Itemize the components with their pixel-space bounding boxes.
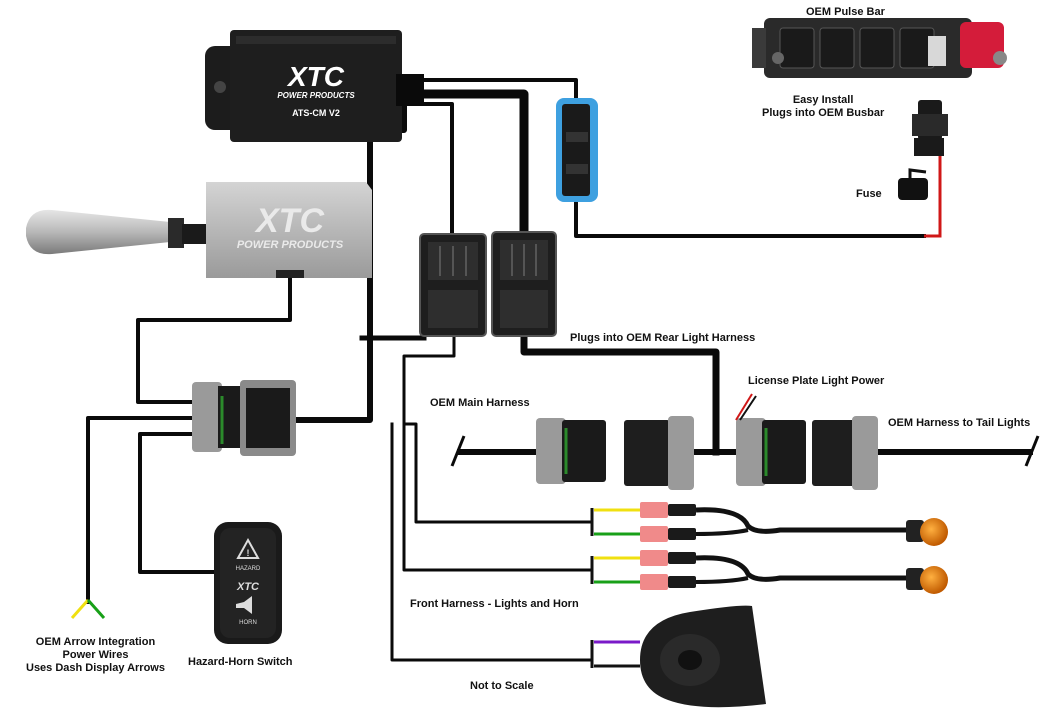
label-easy-install-line1: Easy Install	[792, 94, 854, 106]
label-license-plate: License Plate Light Power	[748, 375, 885, 387]
label-oem-arrow: OEM Arrow Integration Power Wires Uses D…	[26, 636, 165, 675]
lever-box	[26, 182, 372, 278]
label-easy-install: Easy Install Plugs into OEM Busbar	[762, 94, 884, 120]
break-mark-left	[450, 435, 466, 467]
svg-text:!: !	[247, 548, 250, 558]
wire-module-to-fuse	[398, 78, 578, 104]
label-oem-arrow-line3: Uses Dash Display Arrows	[26, 662, 165, 674]
wire-left-plug-down	[402, 334, 456, 426]
oem-mid-connector	[624, 416, 694, 490]
wire-fuse-to-busbar	[574, 196, 926, 238]
label-oem-pulse-bar: OEM Pulse Bar	[806, 6, 885, 18]
label-oem-arrow-line1: OEM Arrow Integration	[35, 636, 156, 648]
rear-plug-connector	[491, 231, 557, 337]
label-not-to-scale: Not to Scale	[470, 680, 534, 692]
front-light-2	[590, 550, 948, 594]
wire-front-harness-1	[402, 422, 594, 524]
lever-box-sub: POWER PRODUCTS	[237, 239, 344, 251]
wire-lever-to-connector	[136, 274, 292, 404]
switch-horn-text: HORN	[239, 620, 257, 626]
oem-main-connector	[536, 418, 606, 484]
wire-module-to-left-plug	[418, 102, 454, 238]
arrow-wire-yellow	[70, 599, 90, 619]
red-busbar-wire	[924, 148, 942, 238]
front-light-1	[590, 502, 948, 546]
control-module	[205, 30, 424, 142]
hazard-horn-switch: !	[214, 522, 282, 644]
left-plug-connector	[419, 233, 487, 337]
wire-connector-to-switch	[138, 432, 216, 574]
inline-fuse	[556, 98, 598, 202]
switch-harness-connector	[192, 380, 296, 456]
fuse-holder	[898, 168, 928, 200]
switch-brand: XTC	[236, 581, 260, 593]
arrow-wire-green	[86, 599, 106, 619]
label-easy-install-line2: Plugs into OEM Busbar	[762, 107, 885, 119]
oem-pulse-bar	[752, 18, 1007, 78]
label-hazard-horn-switch: Hazard-Horn Switch	[188, 656, 293, 668]
lever-box-brand: XTC	[254, 202, 324, 240]
busbar-plug	[912, 100, 948, 156]
wire-rear-plug-to-harness	[520, 332, 720, 456]
label-oem-arrow-line2: Power Wires	[62, 649, 129, 661]
label-plugs-rear-light: Plugs into OEM Rear Light Harness	[570, 332, 756, 344]
break-mark-right	[1024, 435, 1040, 467]
wire-front-harness-2	[402, 422, 594, 572]
switch-hazard-text: HAZARD	[236, 566, 261, 572]
label-front-harness: Front Harness - Lights and Horn	[410, 598, 579, 610]
module-model: ATS-CM V2	[292, 108, 340, 118]
label-oem-harness-tail: OEM Harness to Tail Lights	[888, 417, 1031, 429]
label-fuse: Fuse	[856, 188, 882, 200]
wire-connector-to-arrows	[86, 416, 194, 604]
wire-front-harness-3	[390, 422, 594, 662]
lever-handle	[26, 209, 170, 255]
license-plate-wires	[735, 393, 753, 421]
module-sub: POWER PRODUCTS	[277, 91, 355, 100]
module-brand: XTC	[286, 61, 345, 92]
horn	[590, 605, 766, 708]
wire-module-to-rear-plug	[395, 89, 529, 241]
tail-harness-connector	[736, 416, 878, 490]
label-oem-main-harness: OEM Main Harness	[430, 397, 530, 409]
